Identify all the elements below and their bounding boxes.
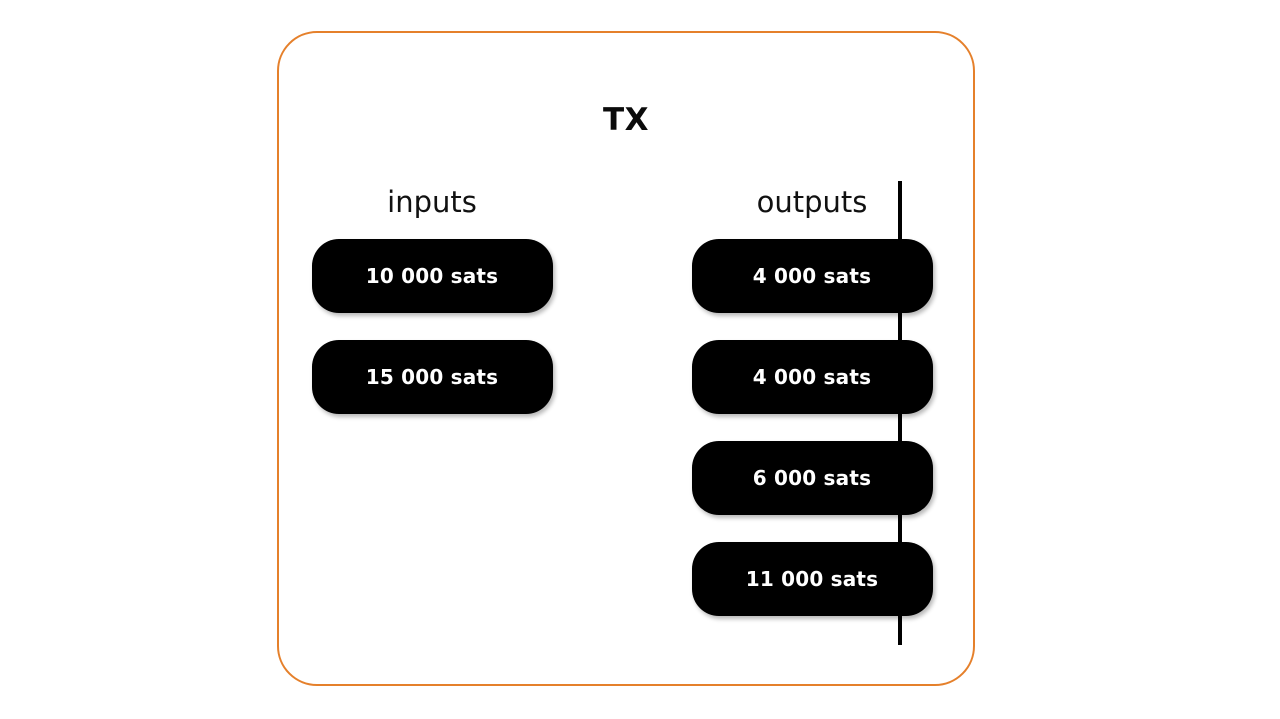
outputs-list: 4 000 sats 4 000 sats 6 000 sats 11 000 … xyxy=(662,239,962,616)
outputs-label: outputs xyxy=(756,185,868,219)
transaction-title: TX xyxy=(602,102,650,138)
input-pill: 10 000 sats xyxy=(311,239,553,313)
output-pill: 6 000 sats xyxy=(691,441,933,515)
inputs-column: inputs 10 000 sats 15 000 sats xyxy=(282,188,582,414)
output-pill: 11 000 sats xyxy=(691,542,933,616)
output-pill: 4 000 sats xyxy=(691,239,933,313)
inputs-list: 10 000 sats 15 000 sats xyxy=(282,239,582,414)
input-pill: 15 000 sats xyxy=(311,340,553,414)
outputs-column: outputs 4 000 sats 4 000 sats 6 000 sats… xyxy=(662,188,962,616)
inputs-label: inputs xyxy=(387,185,477,219)
transaction-frame: TX inputs 10 000 sats 15 000 sats output… xyxy=(277,31,975,686)
output-pill: 4 000 sats xyxy=(691,340,933,414)
